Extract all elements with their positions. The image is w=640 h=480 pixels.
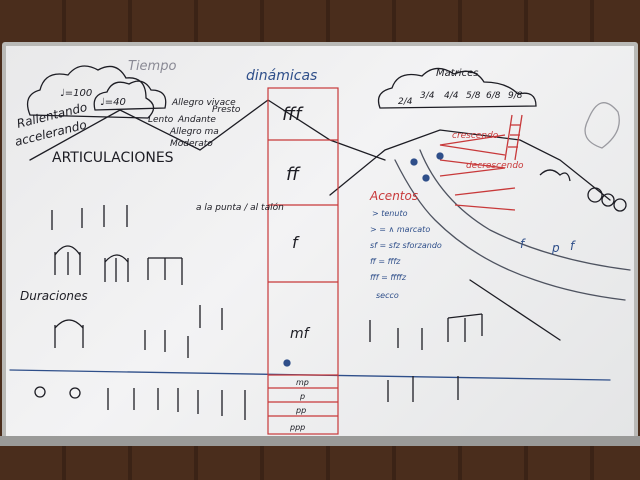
acentos-line-2: > = ∧ marcato (370, 225, 430, 234)
dynamic-mf: mf (290, 326, 311, 342)
tempo-cloud-2 (93, 80, 167, 111)
acentos-title: Acentos (369, 189, 418, 203)
river (394, 159, 626, 301)
articulaciones-label: ARTICULACIONES (52, 150, 174, 166)
tempo-term-3: Lento (148, 115, 174, 125)
dynamic-f: f (292, 233, 300, 252)
time-sig-6: 9/8 (508, 91, 523, 101)
hairpins (439, 134, 516, 211)
right-dynamic-2: p (551, 241, 560, 255)
punta-talon-label: a la punta / al talón (196, 202, 284, 213)
mountain-left (29, 99, 386, 161)
ladder (504, 114, 523, 161)
dinamicas-label: dinámicas (246, 68, 317, 84)
tempo-term-5: Allegro ma (169, 127, 219, 137)
acentos-line-5: fff = ffffz (370, 273, 407, 282)
dynamic-fff: fff (282, 104, 304, 125)
tempo-mark-1: ♩=100 (60, 88, 92, 99)
melody-notes (369, 313, 483, 402)
hill-right (469, 279, 561, 341)
time-sig-2: 3/4 (420, 91, 435, 101)
crescendo-label: crescendo (452, 131, 499, 141)
tempo-term-1: Allegro vivace (171, 98, 236, 108)
acentos-line-1: > tenuto (372, 209, 408, 218)
acentos-line-6: secco (376, 291, 399, 300)
matrix-cloud (377, 67, 537, 109)
tempo-term-4: Andante (177, 115, 216, 125)
time-sig-4: 5/8 (466, 91, 481, 101)
mountain-right (329, 129, 611, 201)
trees (539, 169, 627, 212)
tempo-title: Tiempo (128, 59, 176, 74)
duraciones-label: Duraciones (20, 289, 88, 303)
time-sig-1: 2/4 (398, 97, 413, 107)
decrescendo-label: decrescendo (466, 161, 524, 171)
dynamic-ff: ff (286, 164, 301, 185)
acentos-line-4: ff = fffz (370, 257, 401, 266)
right-dynamic-1: f (520, 237, 526, 251)
matrices-label: Matrices (436, 68, 478, 79)
river-2 (419, 149, 631, 271)
dynamics-column (267, 87, 339, 435)
balloon (584, 102, 620, 149)
dynamic-mp: mp (296, 378, 309, 387)
tempo-term-6: Moderato (170, 139, 213, 149)
duration-notes (34, 305, 246, 420)
acentos-line-3: sf = sfz sforzando (370, 241, 442, 250)
tempo-cloud (26, 65, 155, 119)
people-figures (283, 152, 444, 367)
dynamic-ppp: ppp (289, 423, 305, 432)
tempo-mark-2: ♩=40 (100, 97, 126, 108)
whiteboard (6, 46, 634, 436)
time-sig-3: 4/4 (444, 91, 459, 101)
right-dynamic-3: f (570, 239, 576, 253)
marker-tray (0, 436, 640, 446)
tempo-term-2: Presto (212, 105, 241, 115)
time-sig-5: 6/8 (486, 91, 501, 101)
dynamic-p: p (299, 392, 305, 401)
articulation-notes (51, 205, 183, 285)
dynamic-pp: pp (295, 406, 306, 415)
